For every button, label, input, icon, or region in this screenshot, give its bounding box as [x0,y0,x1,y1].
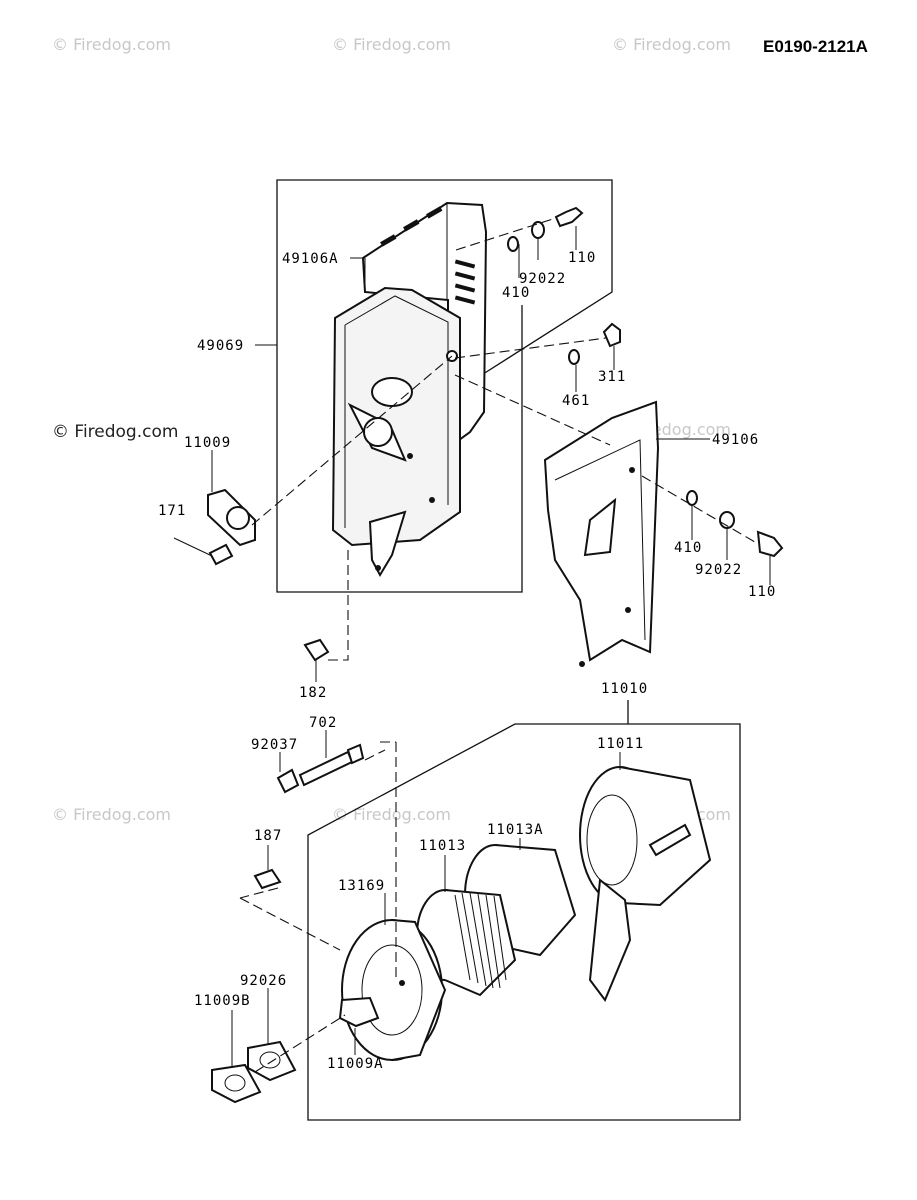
label-49069: 49069 [197,338,244,354]
diagram-code: E0190-2121A [763,37,868,56]
label-92022: 92022 [695,562,742,578]
watermark: © Firedog.com [332,35,451,54]
label-410: 410 [674,540,702,556]
label-182: 182 [299,685,327,701]
watermark: © Firedog.com [52,805,171,824]
label-11010: 11010 [601,681,648,697]
lower-leaders [231,730,621,1073]
lower-gaskets [211,996,380,1104]
label-171: 171 [158,503,186,519]
breather-hose [253,743,365,890]
label-187: 187 [254,828,282,844]
cleaner-base-shape [341,919,447,1061]
label-410: 410 [502,285,530,301]
muffler-body-shape [331,286,461,578]
label-311: 311 [598,369,626,385]
upper-leaders [173,217,771,682]
watermark: © Firedog.com [612,35,731,54]
label-11013: 11013 [419,838,466,854]
watermark-dark: © Firedog.com [52,422,178,442]
watermark: © Firedog.com [52,35,171,54]
watermark: © Firedog.com [332,805,451,824]
part-labels: 49106A 410 92022 110 49069 461 311 49106… [158,250,776,1072]
label-92037: 92037 [251,737,298,753]
label-49106A: 49106A [282,251,339,267]
label-110: 110 [568,250,596,266]
cleaner-cover-shape [579,766,712,1002]
label-110: 110 [748,584,776,600]
label-13169: 13169 [338,878,385,894]
aircleaner-group-frame [307,700,741,1121]
label-11009B: 11009B [194,993,251,1009]
label-11009A: 11009A [327,1056,384,1072]
paper-element-shape [416,889,517,997]
label-11013A: 11013A [487,822,544,838]
outer-cover-shape [543,400,660,667]
upper-hardware [507,206,621,365]
label-11011: 11011 [597,736,644,752]
label-702: 702 [309,715,337,731]
label-461: 461 [562,393,590,409]
label-92022: 92022 [519,271,566,287]
label-92026: 92026 [240,973,287,989]
label-11009: 11009 [184,435,231,451]
label-49106: 49106 [712,432,759,448]
left-hardware [207,488,330,662]
muffler-group-frame [276,179,613,593]
